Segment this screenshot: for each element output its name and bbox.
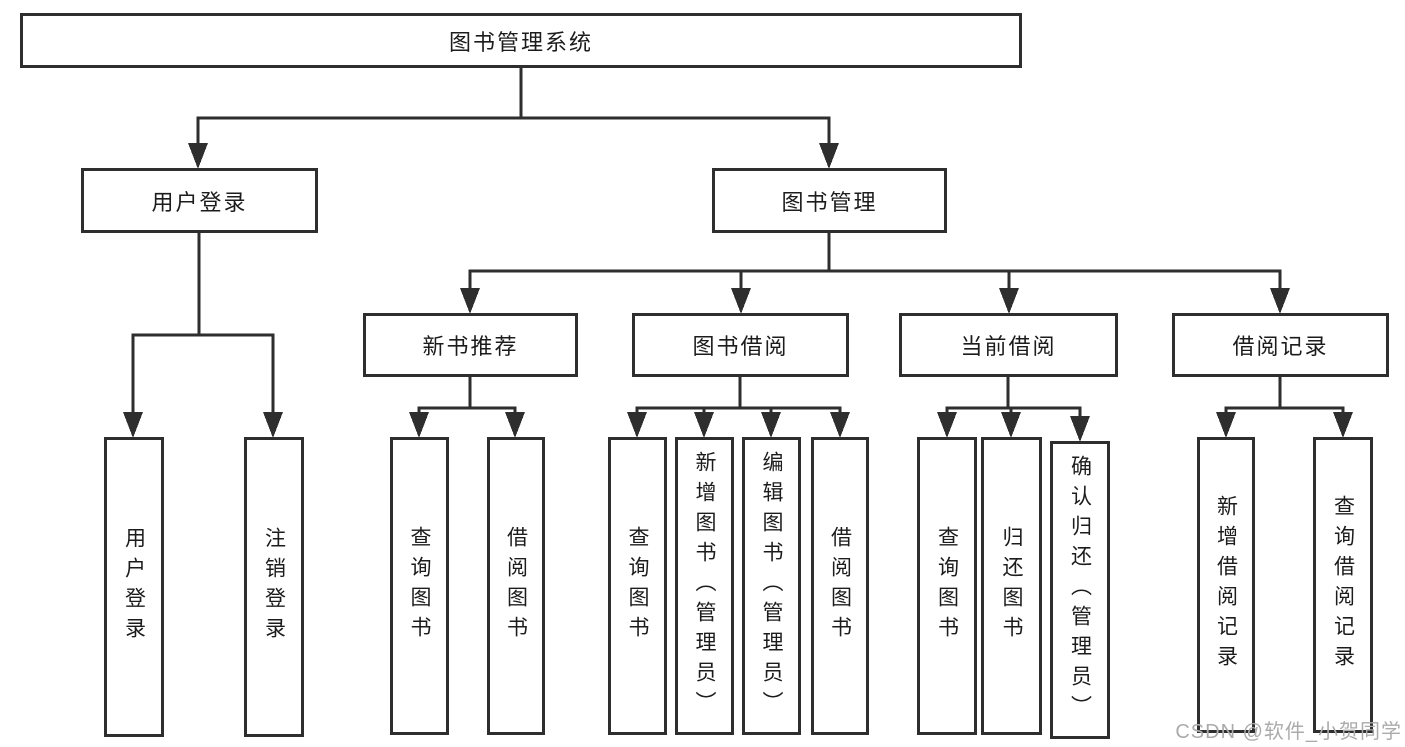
node-label: 新增借阅记录 xyxy=(1214,495,1238,675)
watermark: CSDN @软件_小贺同学 xyxy=(1175,721,1402,743)
arrowhead xyxy=(694,412,714,438)
node-leaf-query-books-current: 查询图书 xyxy=(917,437,977,735)
arrowhead xyxy=(830,412,850,438)
arrowhead xyxy=(627,412,647,438)
arrowhead xyxy=(937,412,957,438)
connector-current-to-leaves xyxy=(945,377,1082,420)
node-label: 用户登录 xyxy=(122,527,146,647)
node-label: 查询借阅记录 xyxy=(1331,495,1355,675)
connector-borrowing-to-leaves xyxy=(635,377,842,416)
node-label: 注销登录 xyxy=(262,527,286,647)
node-label: 归还图书 xyxy=(1000,526,1024,646)
node-leaf-user-login: 用户登录 xyxy=(104,437,164,737)
node-label: 查询图书 xyxy=(935,526,959,646)
node-leaf-query-borrow-record: 查询借阅记录 xyxy=(1313,437,1373,733)
arrowhead xyxy=(731,288,751,314)
node-leaf-edit-books-admin: 编辑图书（管理员） xyxy=(742,437,801,735)
node-label: 查询图书 xyxy=(408,526,432,646)
node-label: 借阅图书 xyxy=(828,526,852,646)
arrowhead xyxy=(1216,412,1236,438)
node-leaf-add-books-admin: 新增图书（管理员） xyxy=(675,437,734,735)
arrowhead xyxy=(1001,412,1021,438)
node-leaf-query-books-recommend: 查询图书 xyxy=(390,437,449,735)
arrowhead xyxy=(505,412,525,438)
node-new-book-recommendation: 新书推荐 xyxy=(363,313,578,377)
node-current-borrowing: 当前借阅 xyxy=(899,313,1118,377)
arrowhead xyxy=(123,412,143,438)
node-label: 查询图书 xyxy=(626,526,650,646)
connector-records-to-leaves xyxy=(1224,377,1345,416)
node-borrowing-records: 借阅记录 xyxy=(1172,313,1389,377)
node-book-borrowing: 图书借阅 xyxy=(632,313,849,377)
arrowhead xyxy=(1270,288,1290,314)
node-user-login: 用户登录 xyxy=(81,168,318,233)
node-label: 新增图书（管理员） xyxy=(693,451,717,721)
node-library-management-system: 图书管理系统 xyxy=(20,13,1022,68)
arrowhead xyxy=(1333,412,1353,438)
arrowhead xyxy=(409,412,429,438)
arrowhead xyxy=(819,143,839,169)
node-label: 编辑图书（管理员） xyxy=(760,451,784,721)
connector-userlogin-to-leaves xyxy=(131,233,275,414)
node-label: 借阅图书 xyxy=(504,526,528,646)
node-leaf-borrow-books-recommend: 借阅图书 xyxy=(487,437,545,735)
node-leaf-query-books-borrowing: 查询图书 xyxy=(608,437,667,735)
connector-root-to-level2 xyxy=(196,68,831,146)
arrowhead xyxy=(263,412,283,438)
arrowhead xyxy=(761,412,781,438)
arrowhead xyxy=(1070,416,1090,442)
connector-bookmgmt-to-level3 xyxy=(468,233,1282,292)
node-leaf-return-books: 归还图书 xyxy=(981,437,1042,735)
connector-newbook-to-leaves xyxy=(417,377,517,416)
arrowhead xyxy=(188,143,208,169)
arrowhead xyxy=(460,288,480,314)
node-leaf-add-borrow-record: 新增借阅记录 xyxy=(1197,437,1255,733)
arrowhead xyxy=(999,288,1019,314)
node-book-management: 图书管理 xyxy=(712,168,947,233)
node-leaf-logout: 注销登录 xyxy=(244,437,304,737)
node-leaf-borrow-books: 借阅图书 xyxy=(811,437,869,735)
node-label: 确认归还（管理员） xyxy=(1068,455,1092,725)
node-leaf-confirm-return-admin: 确认归还（管理员） xyxy=(1050,441,1110,739)
